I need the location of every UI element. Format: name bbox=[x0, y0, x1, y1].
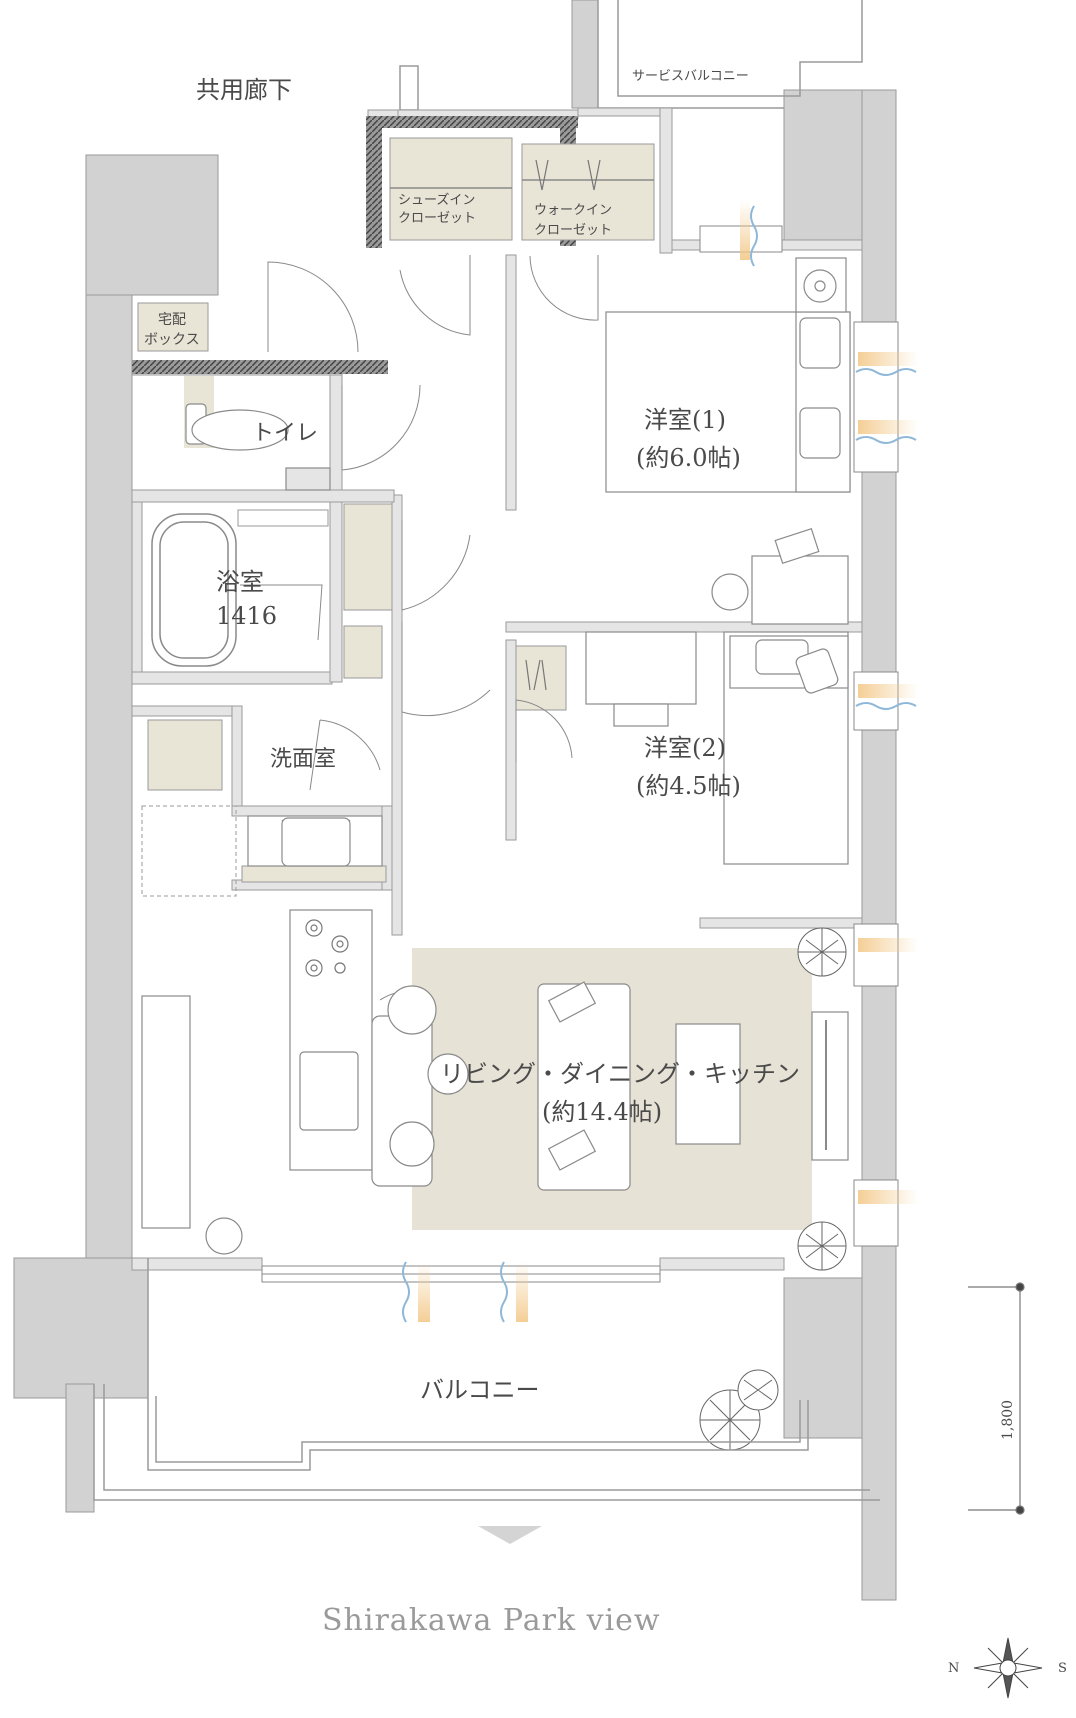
compass-icon bbox=[973, 1637, 1043, 1699]
storage-areas bbox=[137, 137, 655, 883]
label-room1-size: (約6.0帖) bbox=[636, 444, 741, 472]
label-ldk: リビング・ダイニング・キッチン bbox=[440, 1060, 800, 1088]
label-room2-size: (約4.5帖) bbox=[636, 772, 741, 800]
compass-s-label: S bbox=[1058, 1661, 1067, 1676]
room1-furniture bbox=[605, 257, 851, 625]
label-walkin-closet-2: クローゼット bbox=[534, 223, 612, 238]
washbasin bbox=[247, 815, 383, 867]
label-delivery-box-2: ボックス bbox=[144, 332, 200, 348]
label-room2: 洋室(2) bbox=[644, 734, 726, 762]
label-toilet: トイレ bbox=[252, 421, 318, 446]
washer-space bbox=[141, 805, 237, 897]
label-dimension: 1,800 bbox=[1000, 1400, 1016, 1440]
balcony-outline bbox=[93, 1258, 880, 1501]
dimension-line bbox=[968, 1282, 1025, 1515]
stove-burners bbox=[305, 919, 349, 977]
hatched-wall-shoe bbox=[366, 118, 382, 248]
label-shoe-closet-2: クローゼット bbox=[398, 211, 476, 226]
toilet-fixture bbox=[184, 376, 331, 491]
label-delivery-box-1: 宅配 bbox=[158, 312, 186, 328]
structural-walls bbox=[13, 0, 897, 1601]
label-walkin-closet-1: ウォークイン bbox=[534, 203, 612, 218]
room2-furniture bbox=[585, 631, 849, 865]
label-bath-size: 1416 bbox=[216, 602, 277, 630]
label-washroom: 洗面室 bbox=[270, 747, 336, 772]
ldk-furniture bbox=[205, 981, 849, 1255]
view-arrow bbox=[478, 1526, 542, 1544]
hatched-wall bbox=[132, 360, 388, 374]
compass-n-label: N bbox=[948, 1661, 959, 1676]
hatched-wall-top bbox=[366, 116, 578, 128]
airflow-indicators bbox=[402, 200, 918, 1323]
closet-shelf-lines bbox=[390, 159, 654, 691]
label-bath: 浴室 bbox=[216, 568, 264, 596]
label-common-corridor: 共用廊下 bbox=[196, 76, 292, 104]
decorative-plants bbox=[699, 927, 847, 1451]
label-balcony: バルコニー bbox=[420, 1376, 540, 1404]
label-room1: 洋室(1) bbox=[644, 406, 726, 434]
windows bbox=[261, 225, 899, 1283]
label-view: Shirakawa Park view bbox=[322, 1603, 661, 1638]
kitchen-counter bbox=[141, 909, 373, 1229]
label-ldk-size: (約14.4帖) bbox=[542, 1098, 662, 1126]
bathtub bbox=[151, 513, 237, 667]
label-service-balcony: サービスバルコニー bbox=[632, 69, 749, 84]
label-shoe-closet-1: シューズイン bbox=[398, 192, 475, 208]
